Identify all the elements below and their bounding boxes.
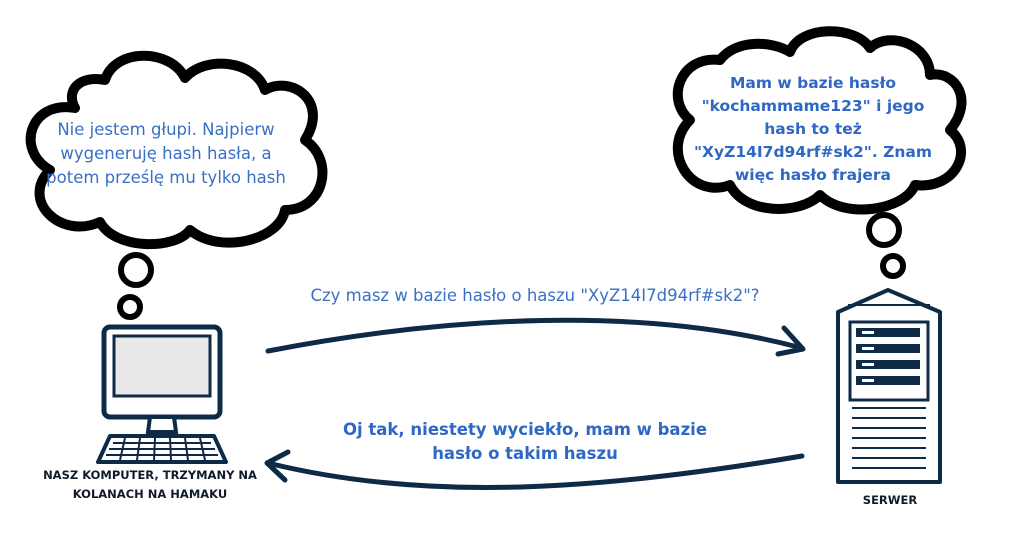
arrow-response-head [264,449,291,483]
computer-icon [96,324,228,464]
computer-caption: NASZ KOMPUTER, TRZYMANY NA KOLANACH NA H… [43,468,257,501]
thought-cloud-right [672,26,967,215]
thought-cloud-left [25,50,328,250]
thought-text-server: Mam w bazie hasło "kochammame123" i jego… [693,74,933,184]
arrow-request-head [775,325,806,357]
server-caption: SERWER [862,493,918,507]
thought-bubble-left-small [117,294,143,320]
arrow-request [265,317,801,354]
thought-bubble-left-large [118,252,154,288]
arrow-response [269,453,805,490]
thought-bubble-right-large [866,212,902,248]
thought-bubble-right-small [880,253,906,279]
message-request-label: Czy masz w bazie hasło o haszu "XyZ14I7d… [310,286,760,305]
server-icon [836,288,942,484]
thought-text-computer: Nie jestem głupi. Najpierw wygeneruję ha… [46,120,286,187]
message-response-label: Oj tak, niestety wyciekło, mam w bazie h… [342,420,708,463]
